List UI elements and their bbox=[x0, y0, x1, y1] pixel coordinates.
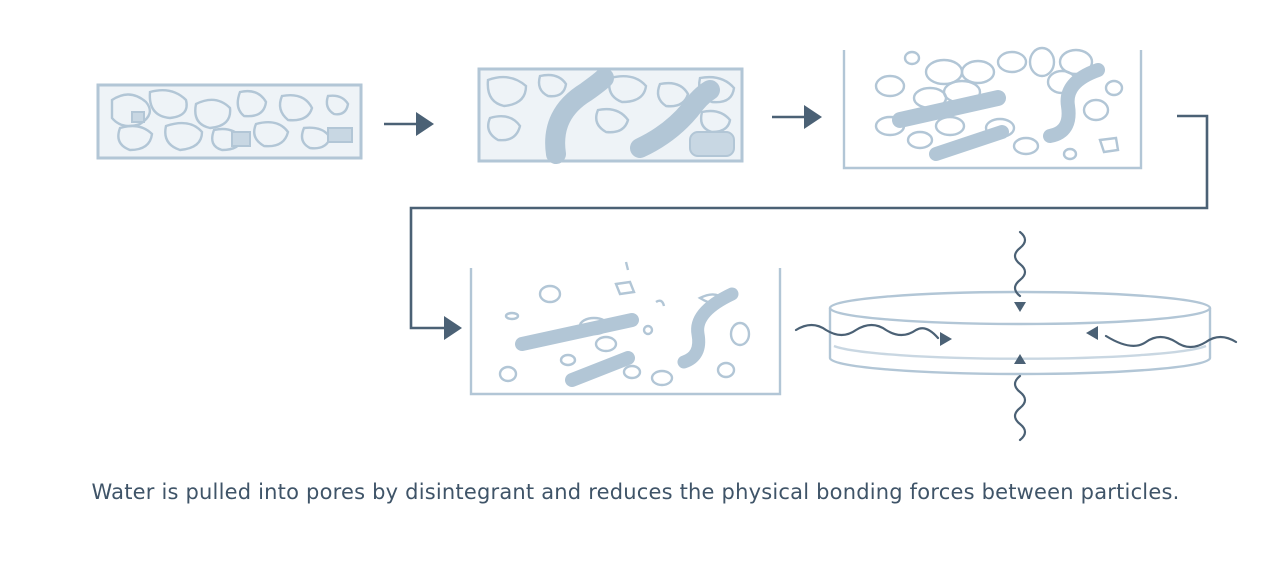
caption-text: Water is pulled into pores by disintegra… bbox=[91, 480, 1180, 504]
arrow-1 bbox=[384, 112, 434, 136]
stage-particles-dispersed bbox=[469, 261, 782, 396]
stage-compressed-tablet bbox=[96, 83, 363, 160]
stage-disintegrant-swelling bbox=[477, 67, 744, 164]
diagram-canvas bbox=[96, 46, 1238, 442]
arrow-2 bbox=[772, 105, 822, 129]
stage-tablet-breaking-up bbox=[842, 46, 1143, 170]
stage-water-uptake-tablet bbox=[794, 230, 1238, 442]
connector-arrow bbox=[409, 114, 1209, 340]
